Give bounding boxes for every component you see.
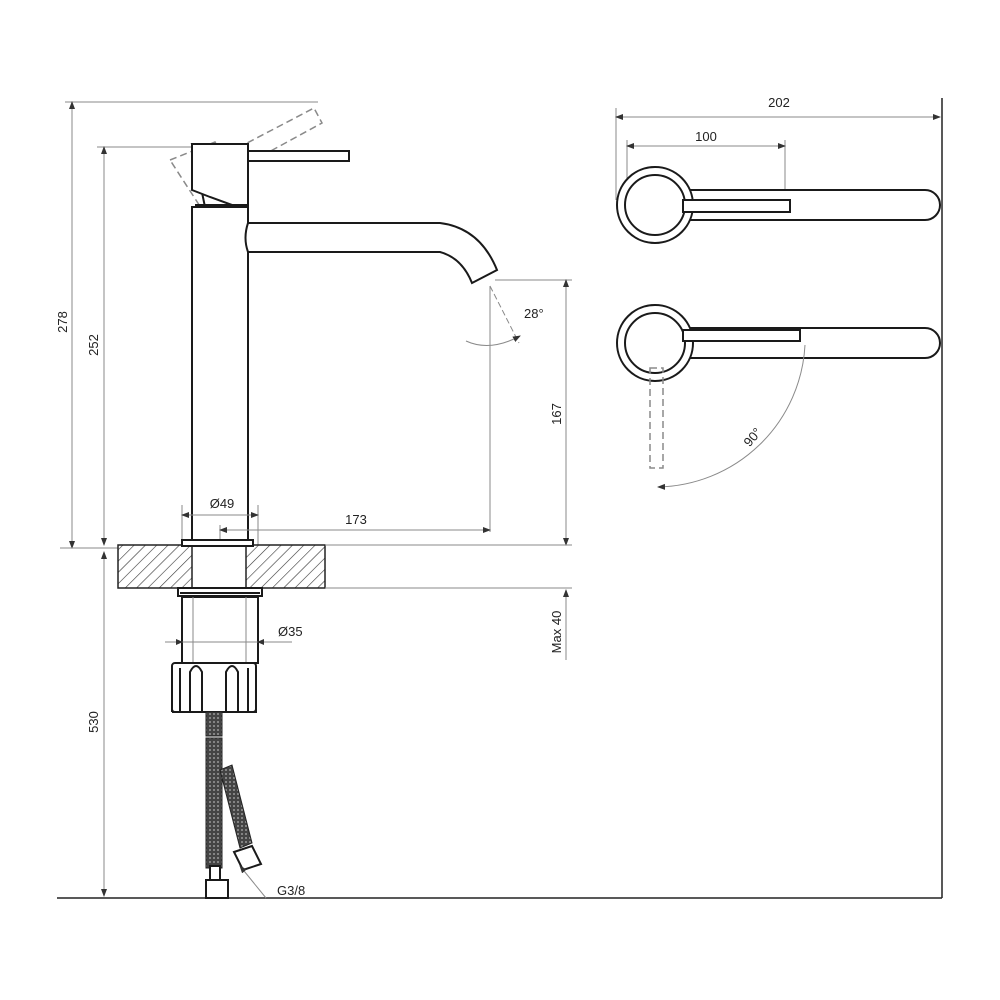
label-diameter-35: Ø35 xyxy=(278,624,303,639)
dimension-252: 252 xyxy=(86,146,192,546)
dimension-530: 530 xyxy=(60,547,118,897)
countertop-section xyxy=(117,539,572,589)
label-g38: G3/8 xyxy=(277,883,305,898)
label-28deg: 28° xyxy=(524,306,544,321)
mounting-nut xyxy=(171,661,257,713)
top-view-rotated: 90° xyxy=(616,304,941,490)
label-202: 202 xyxy=(768,95,790,110)
flexible-hoses xyxy=(205,711,263,899)
label-173: 173 xyxy=(345,512,367,527)
dimension-diameter-49: Ø49 xyxy=(181,496,259,545)
callout-g38: G3/8 xyxy=(239,865,305,899)
hose-nut-right xyxy=(232,844,263,872)
label-167: 167 xyxy=(549,403,564,425)
faucet-body xyxy=(190,143,499,546)
label-530: 530 xyxy=(86,711,101,733)
dimension-173: 173 xyxy=(219,512,491,545)
dimension-202: 202 xyxy=(615,95,941,200)
hose-nut-left xyxy=(205,879,229,899)
label-90deg: 90° xyxy=(740,425,764,450)
dimension-diameter-35: Ø35 xyxy=(165,624,303,645)
label-diameter-49: Ø49 xyxy=(210,496,235,511)
label-100: 100 xyxy=(695,129,717,144)
dimension-28deg: 28° xyxy=(465,285,544,532)
top-view-closed xyxy=(616,166,941,244)
label-278: 278 xyxy=(55,311,70,333)
label-max-40: Max 40 xyxy=(549,611,564,654)
label-252: 252 xyxy=(86,334,101,356)
dimension-167: 167 xyxy=(495,279,572,546)
dimension-278: 278 xyxy=(55,101,318,549)
dimension-max-40: Max 40 xyxy=(549,589,569,660)
mounting-shank xyxy=(177,587,263,664)
